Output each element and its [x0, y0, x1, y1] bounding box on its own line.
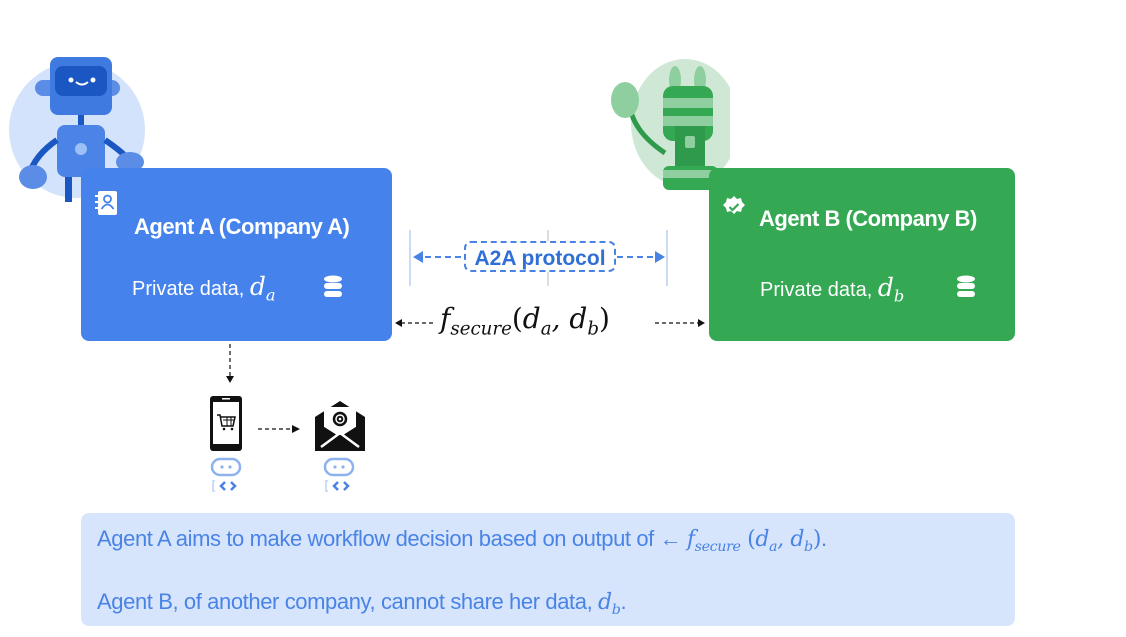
caption-line-2: Agent B, of another company, cannot shar…	[97, 589, 627, 618]
var-sub: a	[265, 285, 276, 305]
database-icon	[324, 275, 342, 297]
agent-b-card: Agent B (Company B) Private data, db	[709, 168, 1015, 341]
down-arrow	[226, 344, 234, 383]
var-sub: b	[893, 286, 905, 306]
secure-function-arrow	[395, 319, 705, 327]
bot-code-icon	[210, 457, 242, 492]
agent-b-private-data: Private data, db	[760, 273, 904, 306]
verified-badge-icon	[723, 196, 745, 214]
a2a-protocol-label: A2A protocol	[464, 241, 616, 272]
agent-b-title: Agent B (Company B)	[759, 206, 977, 231]
shopping-phone-icon	[210, 396, 242, 451]
var-d: d	[249, 272, 266, 301]
var-d: d	[877, 273, 894, 302]
a2a-protocol-arrow	[409, 230, 668, 286]
caption-line-1: Agent A aims to make workflow decision b…	[97, 526, 827, 555]
robot-b-avatar-icon	[611, 59, 730, 190]
bot-code-icon	[323, 457, 355, 492]
private-data-label: Private data,	[760, 279, 873, 301]
database-icon	[957, 275, 975, 297]
contact-book-icon	[95, 191, 117, 215]
caption-box: Agent A aims to make workflow decision b…	[81, 513, 1015, 626]
agent-a-card: Agent A (Company A) Private data, da	[81, 168, 392, 341]
email-envelope-icon	[315, 401, 365, 451]
secure-function-formula: fsecure(da, db)	[440, 302, 610, 340]
right-arrow	[258, 425, 300, 433]
agent-a-private-data: Private data, da	[132, 272, 276, 305]
private-data-label: Private data,	[132, 278, 245, 300]
agent-a-title: Agent A (Company A)	[134, 214, 350, 239]
robot-a-avatar-icon	[9, 57, 145, 202]
